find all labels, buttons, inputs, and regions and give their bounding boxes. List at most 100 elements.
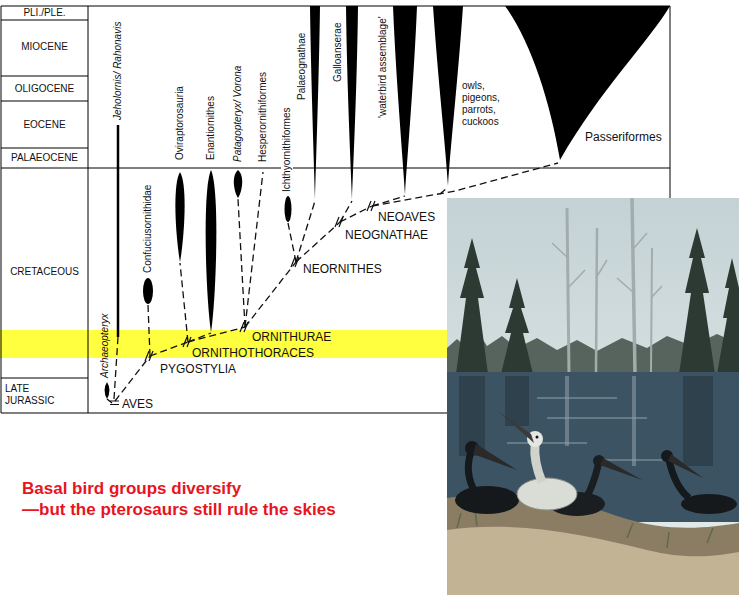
phylogeny-dashed-line — [114, 337, 118, 399]
phylogeny-dashed-line — [296, 201, 315, 262]
period-label: OLIGOCENE — [1, 83, 88, 95]
phylogeny-dashed-line — [150, 342, 188, 356]
dead-tree — [596, 228, 597, 372]
clade-label: NEORNITHES — [303, 262, 382, 276]
water-reflection — [459, 376, 485, 456]
clade-label: NEOGNATHAE — [345, 228, 428, 242]
taxon-label: Enantiornithes — [205, 96, 217, 160]
period-label: CRETACEOUS — [1, 266, 88, 278]
clade-hash-mark — [145, 351, 153, 361]
phylogeny-dashed-line — [340, 206, 372, 222]
pine-tree — [456, 228, 739, 374]
bird — [473, 444, 517, 470]
taxon-label: Oviraptorosauria — [174, 86, 186, 160]
phylogeny-dashed-line — [188, 327, 245, 342]
clade-label: NEOAVES — [378, 210, 435, 224]
dead-tree — [552, 233, 662, 298]
clade-label: ORNITHURAE — [252, 330, 331, 344]
chart-frame — [1, 20, 88, 21]
period-label: EOCENE — [1, 119, 88, 131]
lineage-spindle — [393, 6, 417, 195]
chart-frame — [1, 168, 670, 169]
taxon-label: Ichthyornithiformes — [281, 108, 293, 192]
period-label: PLI./PLE. — [1, 7, 88, 19]
lineage-spindle — [143, 278, 153, 304]
bird — [587, 466, 598, 496]
bird — [455, 486, 519, 514]
period-label: PALAEOCENE — [1, 152, 88, 164]
water-reflection — [505, 376, 529, 426]
lineage-spindle — [105, 382, 110, 399]
phylogeny-dashed-line — [288, 223, 296, 262]
taxon-label: Jeholornis/ Rahonavis — [112, 22, 124, 120]
lineage-spindle — [234, 170, 242, 198]
clade-hash-mark — [240, 322, 248, 332]
phylogeny-dashed-line — [296, 222, 340, 262]
taxon-label: Passeriformes — [585, 130, 662, 144]
wrap-spacer — [262, 478, 352, 498]
bird — [517, 478, 577, 510]
taxon-label: owls, pigeons, parrots, cuckoos — [462, 80, 514, 128]
bird — [455, 412, 737, 516]
pine-tree — [501, 278, 533, 374]
bird — [668, 454, 703, 478]
bird — [536, 436, 539, 439]
sky — [447, 198, 739, 595]
dead-tree — [651, 248, 652, 372]
clade-hash-mark — [367, 201, 375, 211]
clade-label: AVES — [122, 397, 153, 411]
lineage-spindle — [310, 6, 320, 200]
clade-label: ORNITHOTHORACES — [192, 346, 314, 360]
clade-hash-mark — [110, 401, 119, 405]
taxon-label: Archaeopteryx — [99, 314, 111, 378]
pine-tree — [717, 258, 739, 374]
water-reflection — [565, 376, 569, 446]
taxon-label: Hesperornithiformes — [257, 72, 269, 162]
lineage-spindle — [285, 196, 292, 222]
lineage-spindle — [433, 6, 463, 186]
taxon-label: Patagopteryx/ Vorona — [232, 66, 244, 162]
taxon-label: Galloanserae — [332, 23, 344, 82]
dead-tree — [552, 198, 662, 374]
chart-frame — [1, 76, 88, 77]
taxon-label: 'waterbird assemblage' — [377, 16, 389, 118]
water — [447, 372, 739, 522]
water-reflection — [632, 376, 636, 466]
caption: Basal bird groups diversify —but the pte… — [22, 478, 352, 520]
chart-frame — [670, 6, 671, 198]
swamp-illustration — [447, 198, 739, 595]
chart-frame — [1, 413, 447, 414]
clade-label: PYGOSTYLIA — [160, 362, 236, 376]
phylogeny-dashed-line — [115, 356, 150, 401]
lineage-line — [117, 125, 120, 337]
clade-hash-mark — [183, 337, 191, 347]
chart-frame — [1, 148, 88, 149]
lineage-spindle — [505, 6, 670, 160]
pine-tree — [679, 228, 715, 374]
bird — [468, 452, 475, 492]
lineage-spindle — [206, 170, 217, 332]
bird — [600, 458, 642, 480]
lineage-spindle — [346, 6, 358, 200]
bird — [499, 412, 534, 443]
lineage-spindle — [175, 172, 184, 262]
phylogeny-dashed-line — [440, 187, 448, 194]
phylogeny-dashed-line — [372, 196, 405, 206]
dead-tree — [567, 208, 569, 374]
phylogeny-dashed-line — [188, 333, 211, 342]
period-label: LATE JURASSIC — [5, 383, 60, 407]
taxon-label: Palaeognathae — [296, 33, 308, 100]
clade-hash-mark — [335, 217, 343, 227]
chart-frame — [1, 378, 88, 379]
phylogeny-dashed-line — [180, 263, 188, 342]
phylogeny-dashed-line — [238, 199, 245, 327]
water-reflection — [683, 376, 713, 466]
chart-frame — [1, 6, 2, 413]
taxon-label: Confuciusornithidae — [142, 185, 154, 273]
period-label: MIOCENE — [1, 41, 88, 53]
grass — [457, 510, 713, 548]
clade-hash-mark — [291, 257, 299, 267]
chart-frame — [1, 101, 88, 102]
bird — [535, 445, 542, 482]
